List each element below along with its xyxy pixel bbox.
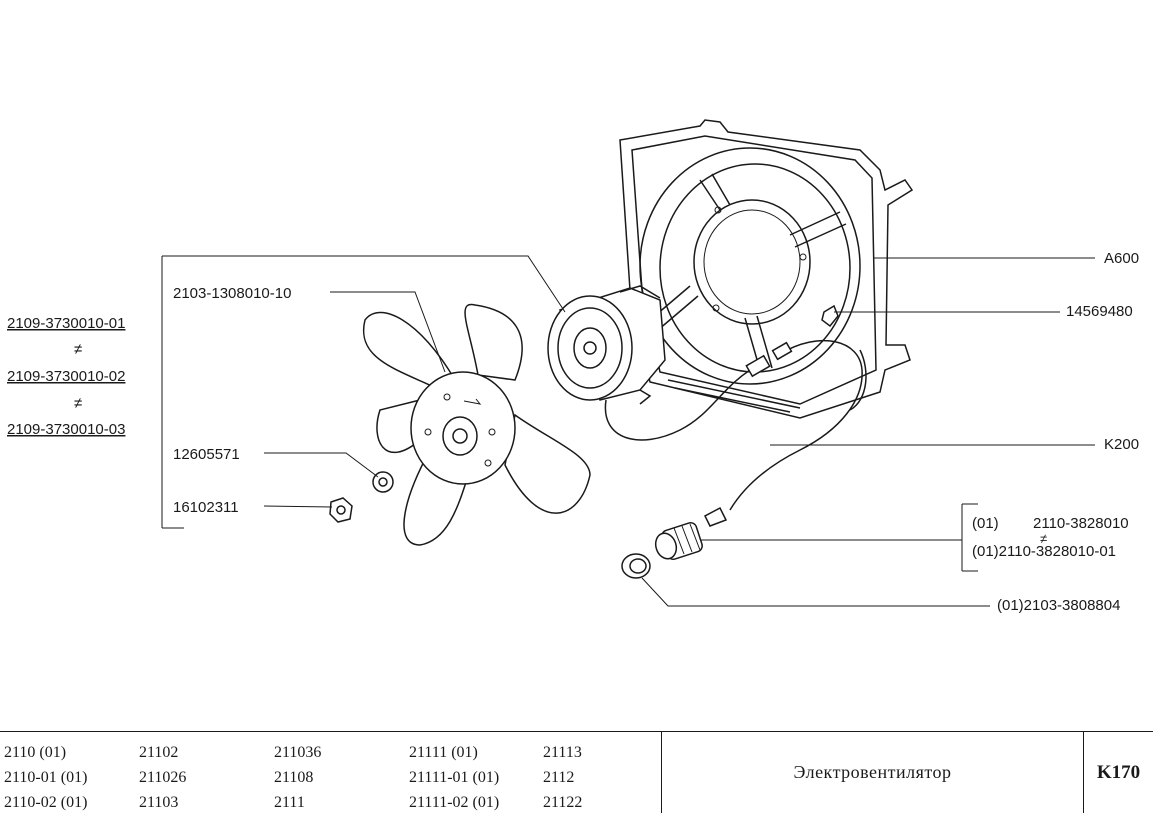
- model-entry: 2112: [543, 769, 575, 786]
- footer-table: 2110 (01) 2110-01 (01) 2110-02 (01) 2110…: [0, 731, 1153, 813]
- diagram-code: K170: [1096, 761, 1141, 783]
- shroud-part-number: A600: [1104, 250, 1139, 267]
- assembly-number-2: 2109-3730010-02: [7, 368, 125, 385]
- wiring-harness: [604, 339, 867, 527]
- model-entry: 21102: [139, 744, 179, 761]
- sensor-part-number-2: (01)2110-3828010-01: [972, 543, 1116, 560]
- motor-part-number: 2103-1308010-10: [173, 285, 291, 302]
- temperature-sensor: [654, 521, 703, 561]
- assembly-number-3: 2109-3730010-03: [7, 421, 125, 438]
- model-entry: 21108: [274, 769, 314, 786]
- model-column-2: 21102 211026 21103: [139, 740, 186, 815]
- neq-symbol-3: ≠: [1040, 531, 1047, 546]
- exploded-diagram: 2109-3730010-01 ≠ 2109-3730010-02 ≠ 2109…: [7, 119, 1139, 614]
- model-list: 2110 (01) 2110-01 (01) 2110-02 (01) 2110…: [0, 732, 662, 813]
- model-entry: 211036: [274, 744, 322, 761]
- model-entry: 21122: [543, 794, 583, 811]
- neq-symbol-1: ≠: [74, 341, 82, 358]
- model-entry: 2110 (01): [4, 744, 67, 761]
- sensor-part-number-1: 2110-3828010: [1033, 515, 1129, 532]
- harness-part-number: K200: [1104, 436, 1139, 453]
- fan-impeller: [362, 303, 591, 546]
- model-entry: 2110-02 (01): [4, 794, 88, 811]
- model-column-3: 211036 21108 2111: [274, 740, 321, 815]
- model-column-5: 21113 2112 21122: [543, 740, 582, 815]
- model-entry: 21111 (01): [409, 744, 478, 761]
- gasket-part-number: (01)2103-3808804: [997, 597, 1120, 614]
- model-entry: 21103: [139, 794, 179, 811]
- diagram-title: Электровентилятор: [662, 732, 1084, 813]
- washer-part-number: 12605571: [173, 446, 240, 463]
- part-labels: 2109-3730010-01 ≠ 2109-3730010-02 ≠ 2109…: [7, 250, 1139, 614]
- cable-clip: [821, 304, 839, 328]
- fan-motor: [547, 285, 666, 405]
- model-entry: 2110-01 (01): [4, 769, 88, 786]
- neq-symbol-2: ≠: [74, 395, 82, 412]
- clip-part-number: 14569480: [1066, 303, 1133, 320]
- model-entry: 21111-01 (01): [409, 769, 500, 786]
- model-entry: 211026: [139, 769, 187, 786]
- nut-part-number: 16102311: [173, 499, 239, 516]
- model-entry: 2111: [274, 794, 305, 811]
- model-column-4: 21111 (01) 21111-01 (01) 21111-02 (01): [409, 740, 499, 815]
- model-column-1: 2110 (01) 2110-01 (01) 2110-02 (01): [4, 740, 87, 815]
- sensor-variant-prefix: (01): [972, 515, 999, 532]
- model-entry: 21111-02 (01): [409, 794, 500, 811]
- nut: [329, 497, 353, 523]
- fan-shroud: [619, 119, 914, 419]
- model-entry: 21113: [543, 744, 582, 761]
- gasket-ring: [621, 553, 651, 579]
- assembly-number-1: 2109-3730010-01: [7, 315, 125, 332]
- leader-lines: [161, 255, 1095, 607]
